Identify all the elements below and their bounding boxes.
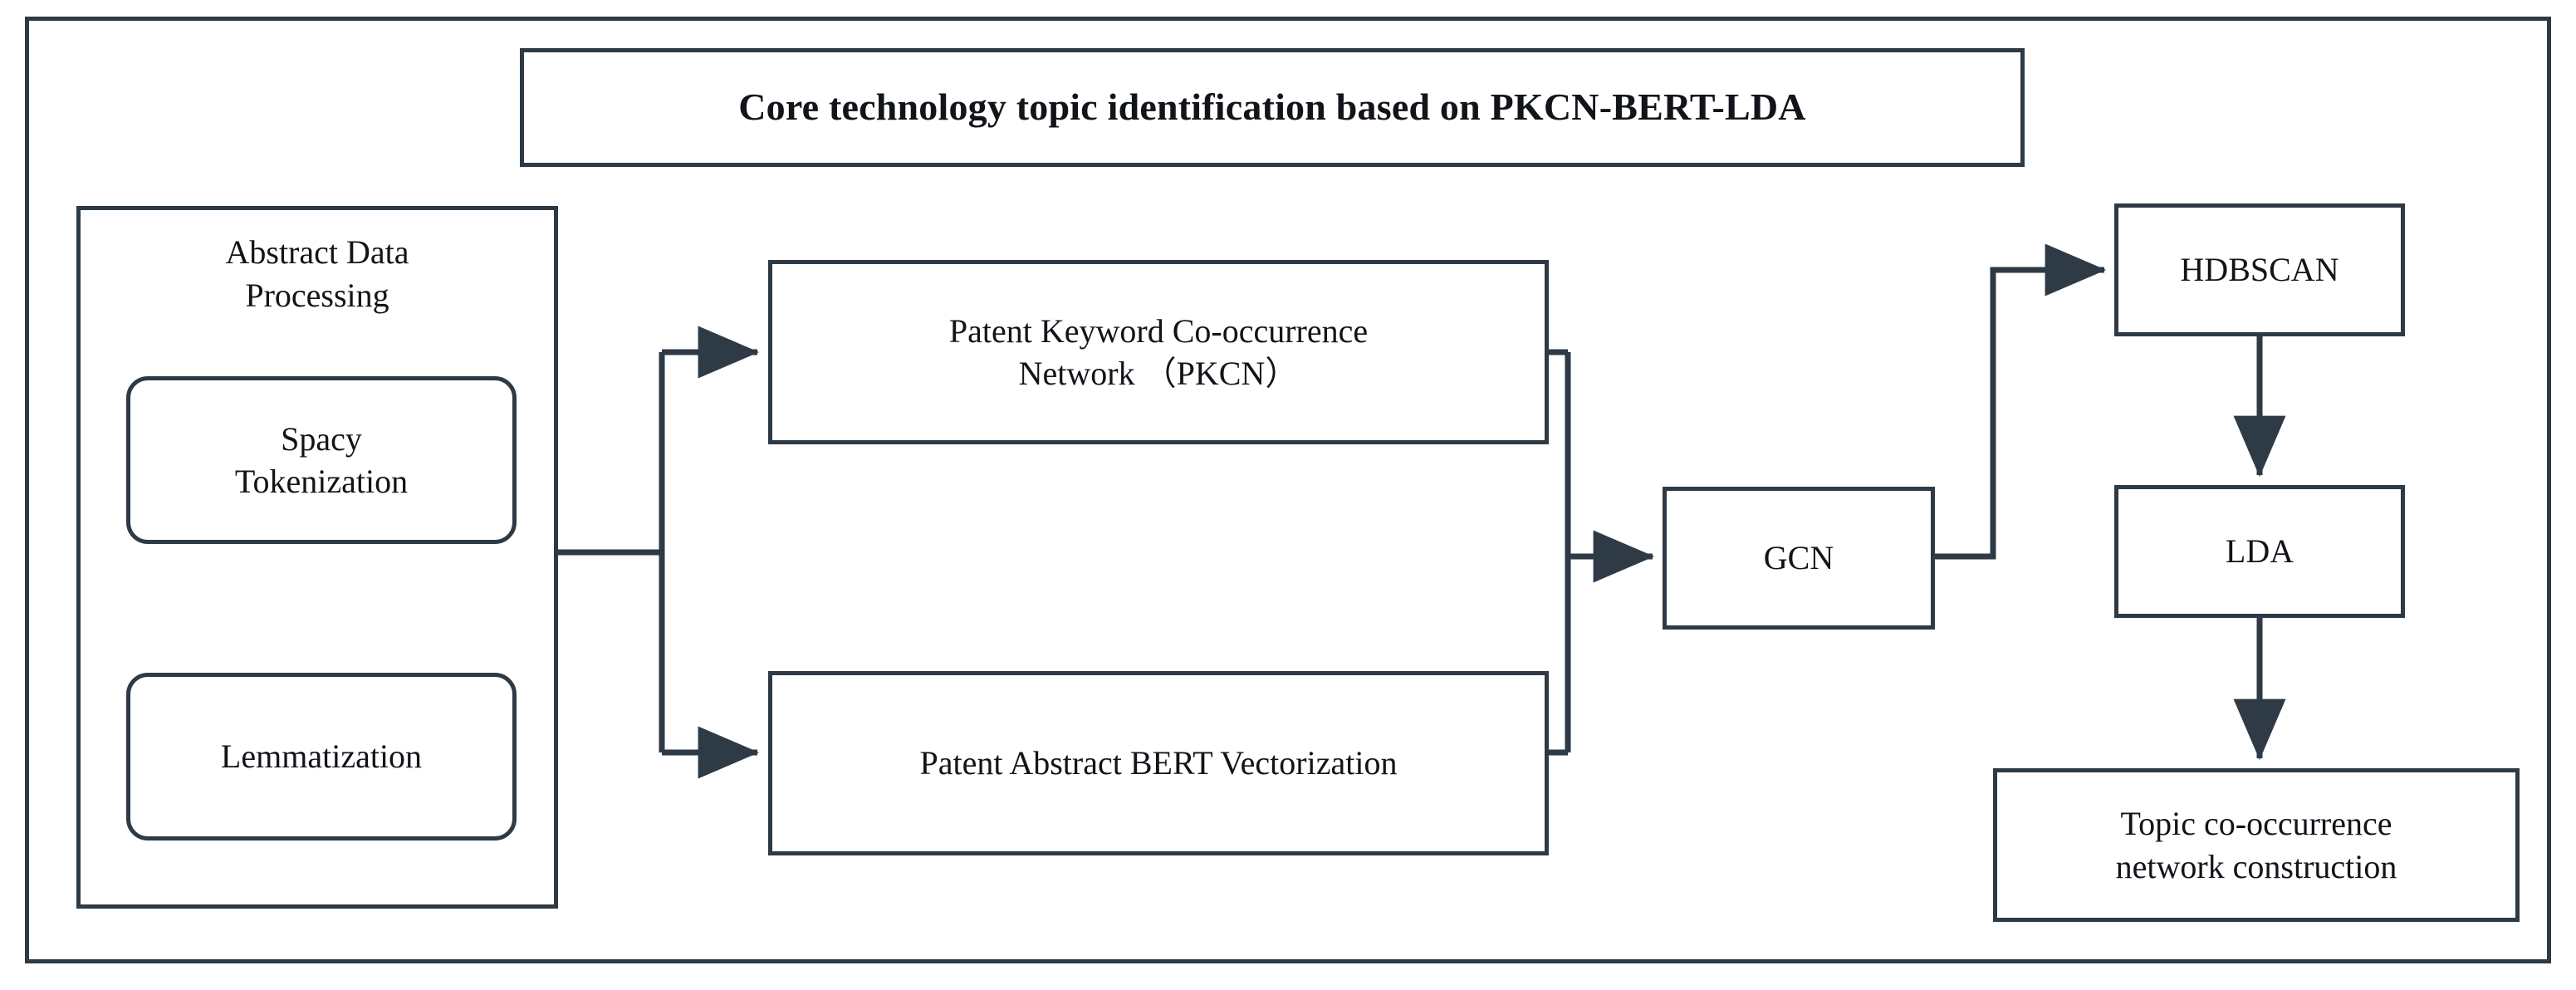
node-patent-abstract-bert-vectorization[interactable]: Patent Abstract BERT Vectorization [768, 671, 1549, 855]
node-gcn[interactable]: GCN [1663, 487, 1935, 630]
node-hdbscan[interactable]: HDBSCAN [2114, 203, 2405, 336]
abstract-data-processing-label: Abstract Data Processing [225, 233, 409, 314]
node-lemmatization[interactable]: Lemmatization [126, 673, 517, 841]
node-patent-keyword-co-occurrence-network[interactable]: Patent Keyword Co-occurrence Network （PK… [768, 260, 1549, 444]
node-lda[interactable]: LDA [2114, 485, 2405, 618]
node-spacy-tokenization[interactable]: Spacy Tokenization [126, 376, 517, 544]
diagram-title: Core technology topic identification bas… [520, 48, 2025, 167]
node-topic-co-occurrence-network-construction[interactable]: Topic co-occurrence network construction [1993, 768, 2520, 922]
